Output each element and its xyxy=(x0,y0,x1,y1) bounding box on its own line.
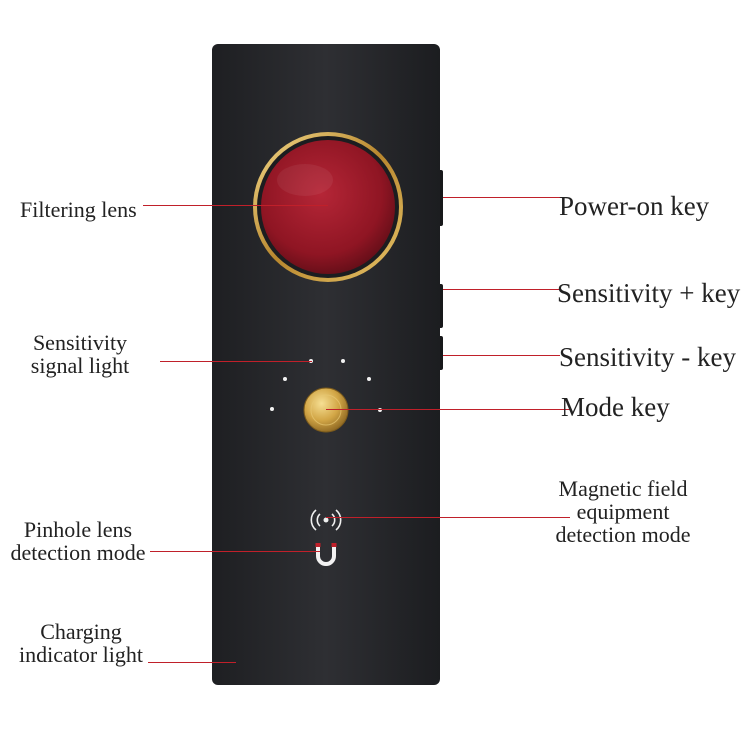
leader-pinhole-mode xyxy=(150,551,320,552)
label-charging-indicator-light: Charging indicator light xyxy=(18,619,144,668)
signal-light-dot xyxy=(378,408,382,412)
magnet-icon xyxy=(315,543,337,566)
leader-sensitivity-minus xyxy=(443,355,560,356)
mode-key[interactable] xyxy=(303,387,349,433)
signal-light-dot xyxy=(270,407,274,411)
leader-signal-light xyxy=(160,361,312,362)
leader-sensitivity-plus xyxy=(443,289,560,290)
leader-power-on-key xyxy=(443,197,561,198)
leader-magnetic-mode xyxy=(326,517,570,518)
wireless-signal-icon xyxy=(310,509,342,531)
label-sensitivity-signal-light: Sensitivity signal light xyxy=(30,330,130,379)
label-pinhole-lens-detection-mode: Pinhole lens detection mode xyxy=(10,517,146,566)
leader-mode-key xyxy=(326,409,571,410)
leader-filtering-lens xyxy=(143,205,328,206)
leader-charging-light xyxy=(148,662,236,663)
signal-light-dot xyxy=(367,377,371,381)
label-power-on-key: Power-on key xyxy=(559,191,710,221)
label-magnetic-field-detection-mode: Magnetic field equipment detection mode xyxy=(555,476,691,548)
signal-light-dot xyxy=(283,377,287,381)
label-sensitivity-plus-key: Sensitivity + key xyxy=(557,278,741,308)
label-sensitivity-minus-key: Sensitivity - key xyxy=(559,342,736,372)
label-filtering-lens: Filtering lens xyxy=(20,197,137,222)
filtering-lens xyxy=(261,140,395,274)
signal-light-dot xyxy=(341,359,345,363)
label-mode-key: Mode key xyxy=(561,392,670,422)
